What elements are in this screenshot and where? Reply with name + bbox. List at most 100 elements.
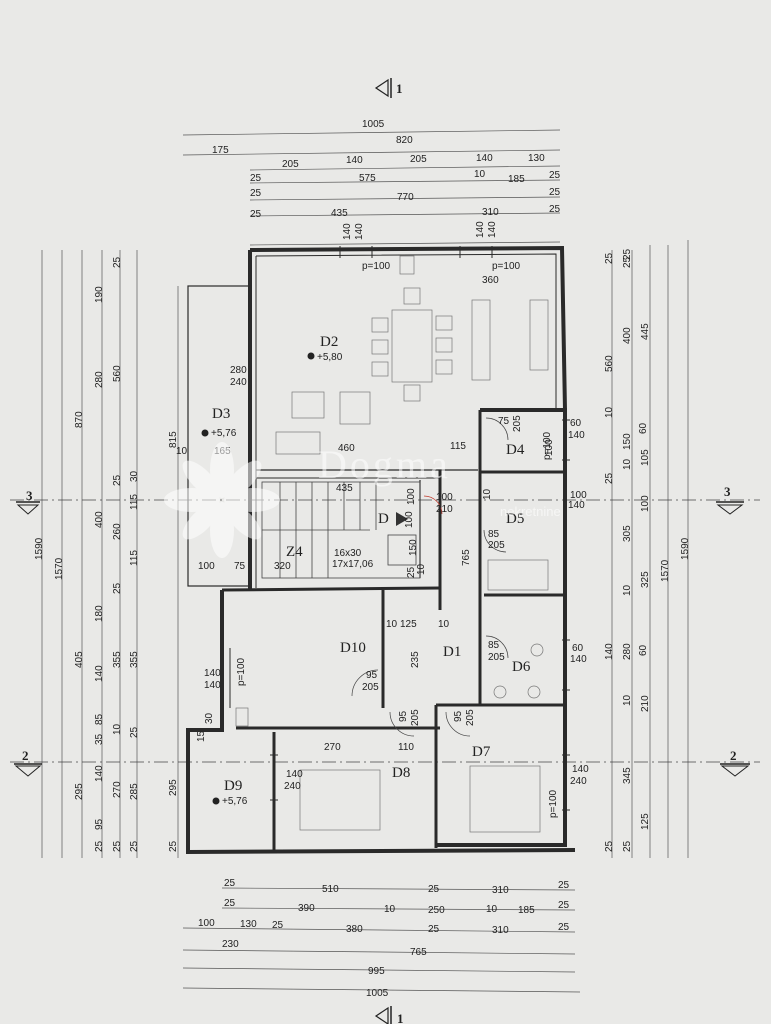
dim-top-25d: 25 (549, 187, 561, 198)
dim-bot-230: 230 (222, 939, 239, 950)
lbl-150: 150 (408, 539, 419, 556)
dim-top-140b: 140 (476, 153, 493, 164)
elevation-marker-d9 (212, 797, 220, 805)
dim-left-1570: 1570 (54, 557, 65, 580)
dim-left-295b: 295 (168, 779, 179, 796)
lbl-d5-10: 10 (482, 488, 493, 500)
lbl-d-10: 10 (416, 563, 427, 575)
lbl-p100-a: p=100 (362, 261, 391, 272)
dim-top-140f: 140 (487, 221, 498, 238)
lbl-d-100: 100 (404, 511, 415, 528)
lbl-r-100: 100 (570, 490, 587, 501)
dim-bot-1005: 1005 (366, 988, 389, 999)
room-label-d6: D6 (512, 659, 531, 675)
dim-top-25f: 25 (549, 204, 561, 215)
dim-left-25b: 25 (112, 256, 123, 268)
watermark-sub: nekretnine (500, 504, 561, 519)
dim-right-400: 400 (622, 327, 633, 344)
lbl-r-140d: 140 (572, 764, 589, 775)
lbl-d10-205: 205 (362, 682, 379, 693)
dim-right-60b: 60 (638, 644, 649, 656)
dim-right-10a: 10 (622, 458, 633, 470)
dim-left-115b: 115 (129, 550, 140, 566)
dim-top-25a: 25 (250, 173, 262, 184)
dim-left-355b: 355 (129, 651, 140, 668)
dim-top-820: 820 (396, 135, 413, 146)
lbl-r-240: 240 (570, 776, 587, 787)
elevation-d3: +5,76 (211, 428, 237, 439)
lbl-240: 240 (230, 377, 247, 388)
section-2-right-label: 2 (730, 748, 737, 763)
lbl-d10-140a: 140 (204, 668, 221, 679)
section-2-left-label: 2 (22, 748, 29, 763)
dim-right-25c: 25 (604, 252, 615, 264)
room-label-d10: D10 (340, 640, 366, 656)
lbl-765: 765 (461, 549, 472, 566)
dim-right-305: 305 (622, 525, 633, 542)
lbl-100a: 100 (436, 492, 453, 503)
furniture (235, 255, 549, 833)
lbl-d-25: 25 (406, 566, 417, 578)
lbl-d6-205: 205 (488, 652, 505, 663)
dim-left-870: 870 (74, 411, 85, 428)
dim-left-400: 400 (94, 511, 105, 528)
lbl-100b: 100 (406, 488, 417, 505)
lbl-d9-240: 240 (284, 781, 301, 792)
dim-top-205a: 205 (282, 159, 299, 170)
dim-right-25d: 25 (622, 248, 633, 260)
lbl-r-60b: 60 (572, 643, 584, 654)
room-label-d2: D2 (320, 334, 338, 350)
right-dimensions: 1590 1570 445 105 100 325 210 125 25 400… (604, 248, 691, 852)
dim-top-130: 130 (528, 153, 545, 164)
dim-left-270: 270 (112, 781, 123, 798)
room-label-d3: D3 (212, 406, 230, 422)
dim-left-35: 35 (94, 733, 105, 745)
dim-top-140a: 140 (346, 155, 363, 166)
dim-right-105: 105 (640, 449, 651, 466)
lbl-435: 435 (336, 483, 353, 494)
dim-right-1570: 1570 (660, 559, 671, 582)
bottom-dimension-lines (182, 887, 581, 993)
dim-left-25a: 25 (94, 840, 105, 852)
section-3-left-label: 3 (26, 488, 33, 503)
dim-right-125: 125 (640, 813, 651, 830)
dim-bot-130: 130 (240, 919, 257, 930)
lbl-d7-205: 205 (465, 709, 476, 726)
room-labels: D2 +5,80 D3 +5,76 D4 D5 D6 D7 D8 D9 +5,7… (201, 334, 531, 807)
lbl-d7-p100: p=100 (548, 789, 559, 818)
dim-top-25c: 25 (250, 188, 262, 199)
dim-right-60a: 60 (638, 422, 649, 434)
dim-right-280: 280 (622, 643, 633, 660)
section-label-bottom: 1 (397, 1011, 404, 1024)
dim-right-10d: 10 (604, 406, 615, 418)
dim-left-280: 280 (94, 371, 105, 388)
dim-right-445: 445 (640, 323, 651, 340)
watermark-brand: Dogma (318, 442, 451, 487)
dim-right-25f: 25 (604, 840, 615, 852)
room-label-d7: D7 (472, 744, 491, 760)
dim-left-25f: 25 (129, 726, 140, 738)
dim-top-435: 435 (331, 208, 348, 219)
section-label-top: 1 (396, 81, 403, 96)
lbl-stairs-2: 17x17,06 (332, 559, 374, 570)
dim-top-205b: 205 (410, 154, 427, 165)
lbl-d9-30: 30 (204, 712, 215, 724)
section-3-right-label: 3 (724, 484, 731, 499)
dim-bot-100: 100 (198, 918, 215, 929)
dim-left-25h: 25 (168, 840, 179, 852)
lbl-r-140a: 140 (568, 430, 585, 441)
lbl-p100-b: p=100 (492, 261, 521, 272)
lbl-10: 10 (176, 446, 188, 457)
dim-left-285: 285 (129, 783, 140, 800)
dim-top-140c: 140 (342, 223, 353, 240)
dim-bot-765: 765 (410, 947, 427, 958)
dim-top-140d: 140 (354, 223, 365, 240)
lbl-d10-140b: 140 (204, 680, 221, 691)
dim-bot-10b: 10 (486, 904, 498, 915)
staircase (261, 481, 421, 579)
dim-bot-25e: 25 (558, 900, 570, 911)
top-dimension-lines (182, 129, 561, 246)
entry-arrow (396, 512, 408, 526)
lbl-d10-235: 235 (410, 651, 421, 668)
section-line-3: 3 3 (10, 484, 760, 515)
